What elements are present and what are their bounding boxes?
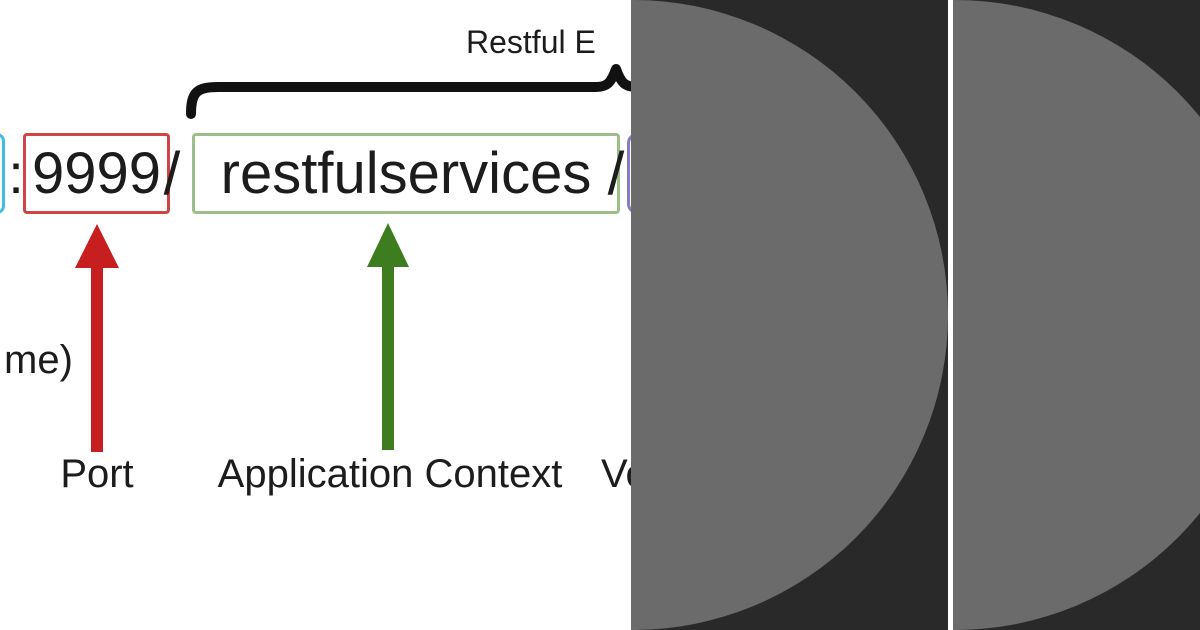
- dark-panel-right: [953, 0, 1200, 630]
- slash-after-port: /: [163, 140, 181, 207]
- version-label-fragment: Ve: [601, 452, 631, 496]
- app-context-box: restfulservices: [192, 133, 620, 214]
- decorative-circle-right: [953, 0, 1200, 630]
- port-colon: :: [8, 142, 24, 205]
- app-context-label: Application Context: [217, 452, 563, 496]
- dark-panel-left: [631, 0, 948, 630]
- host-label-fragment: me): [4, 338, 73, 382]
- decorative-circle-left: [631, 0, 948, 630]
- endpoint-overbrace: [186, 64, 631, 119]
- restful-endpoint-label: Restful E: [466, 24, 596, 60]
- url-anatomy-diagram: Restful E : 9999 / restfulservices / me)…: [0, 24, 631, 496]
- slash-after-context: /: [607, 140, 625, 207]
- app-context-arrow: [367, 223, 409, 450]
- port-arrow: [75, 224, 119, 452]
- port-box: 9999: [23, 133, 170, 214]
- port-value: 9999: [31, 141, 162, 206]
- diagram-annotations: [75, 64, 631, 452]
- port-label: Port: [60, 452, 134, 496]
- app-context-value: restfulservices: [220, 141, 592, 206]
- panel-divider: [948, 0, 953, 630]
